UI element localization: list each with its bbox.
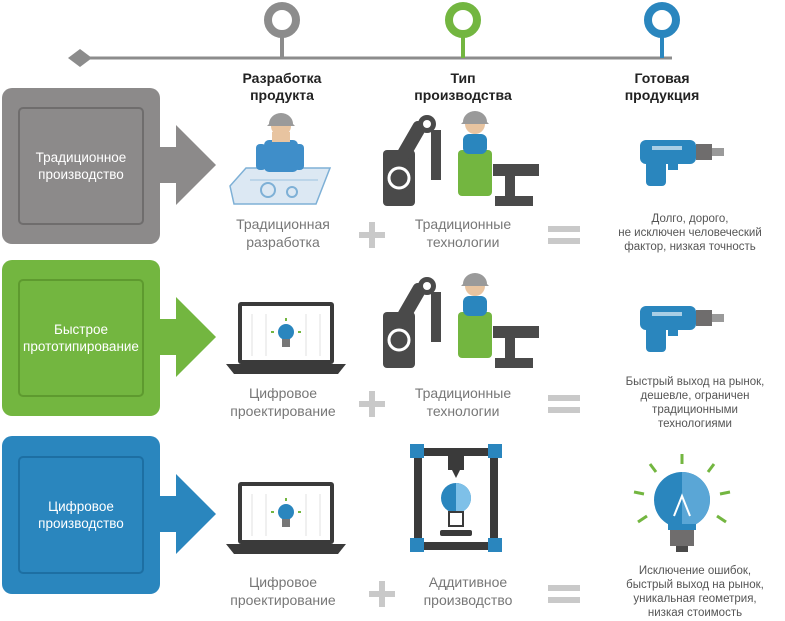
row-traditional-power-drill-icon xyxy=(640,140,724,186)
row-traditional-equals-icon xyxy=(548,226,580,244)
timeline-marker-finished xyxy=(644,2,680,58)
3d-printer-icon xyxy=(410,444,502,552)
row-digital-plus-icon xyxy=(369,581,395,607)
row-traditional-arrow xyxy=(160,125,216,205)
row-digital-equals-icon xyxy=(548,585,580,603)
timeline-marker-production xyxy=(445,2,481,58)
row-rapid-equals-icon xyxy=(548,395,580,413)
glowing-bulb-icon xyxy=(633,454,731,552)
row-digital-arrow xyxy=(160,474,216,554)
row-rapid-result: Быстрый выход на рынок,дешевле, ограниче… xyxy=(625,376,765,430)
row-rapid-worker-with-machine-icon xyxy=(383,273,539,368)
timeline xyxy=(68,2,680,67)
worker-with-machine-icon xyxy=(383,111,539,206)
row-rapid-plus-icon xyxy=(359,391,385,417)
engineer-with-blueprints-icon xyxy=(229,113,332,205)
timeline-start-diamond xyxy=(68,49,92,67)
row-digital-result: Исключение ошибок,быстрый выход на рынок… xyxy=(626,565,764,619)
timeline-marker-development xyxy=(264,2,300,58)
row-digital-laptop-with-bulb-icon xyxy=(226,482,346,554)
row-rapid-laptop-with-bulb-icon xyxy=(226,302,346,374)
row-rapid-arrow xyxy=(160,297,216,377)
row-rapid-power-drill-icon xyxy=(640,306,724,352)
row-traditional-plus-icon xyxy=(359,222,385,248)
